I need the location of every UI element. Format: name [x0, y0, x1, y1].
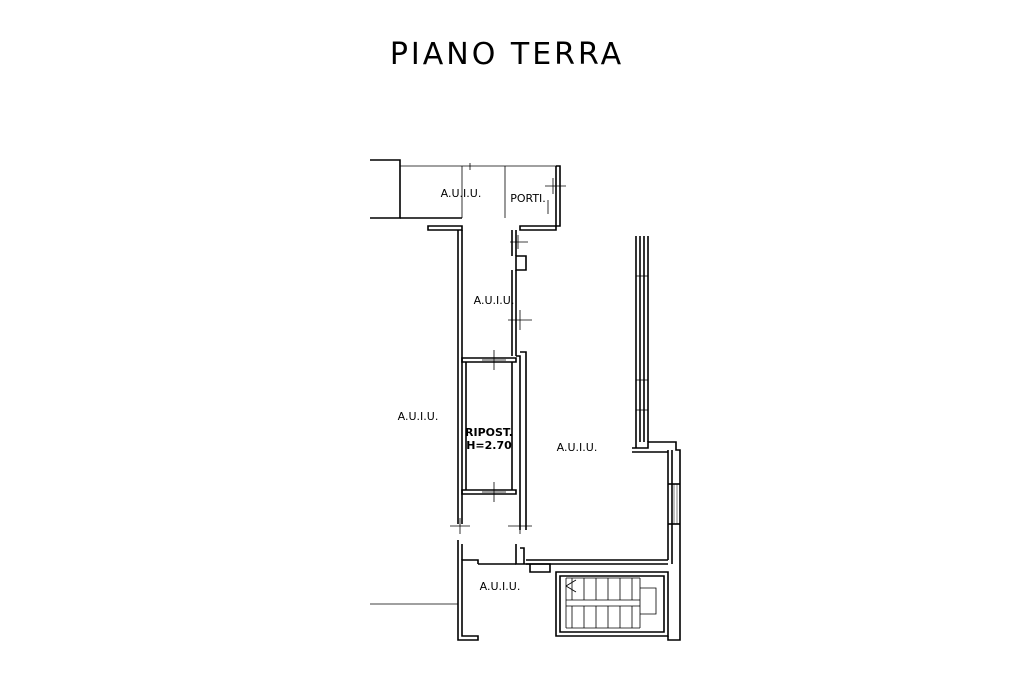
- label-portico: PORTI.: [510, 192, 546, 205]
- label-ripostiglio-height: H=2.70: [466, 439, 512, 452]
- label-auiu-top: A.U.I.U.: [441, 187, 482, 200]
- bottom-room: [370, 518, 551, 641]
- corridor-walls: [427, 225, 557, 530]
- label-auiu-right: A.U.I.U.: [557, 441, 598, 454]
- label-auiu-corridor: A.U.I.U.: [474, 294, 515, 307]
- plan-title: PIANO TERRA: [390, 37, 624, 72]
- label-auiu-left: A.U.I.U.: [398, 410, 439, 423]
- label-auiu-bottom: A.U.I.U.: [480, 580, 521, 593]
- label-ripostiglio: RIPOST.: [465, 426, 513, 439]
- top-courtyard-boundary: [400, 163, 566, 227]
- top-left-block: [370, 159, 462, 219]
- stair-block: [555, 571, 669, 637]
- ripostiglio-room: [461, 350, 517, 502]
- right-room: [526, 236, 681, 641]
